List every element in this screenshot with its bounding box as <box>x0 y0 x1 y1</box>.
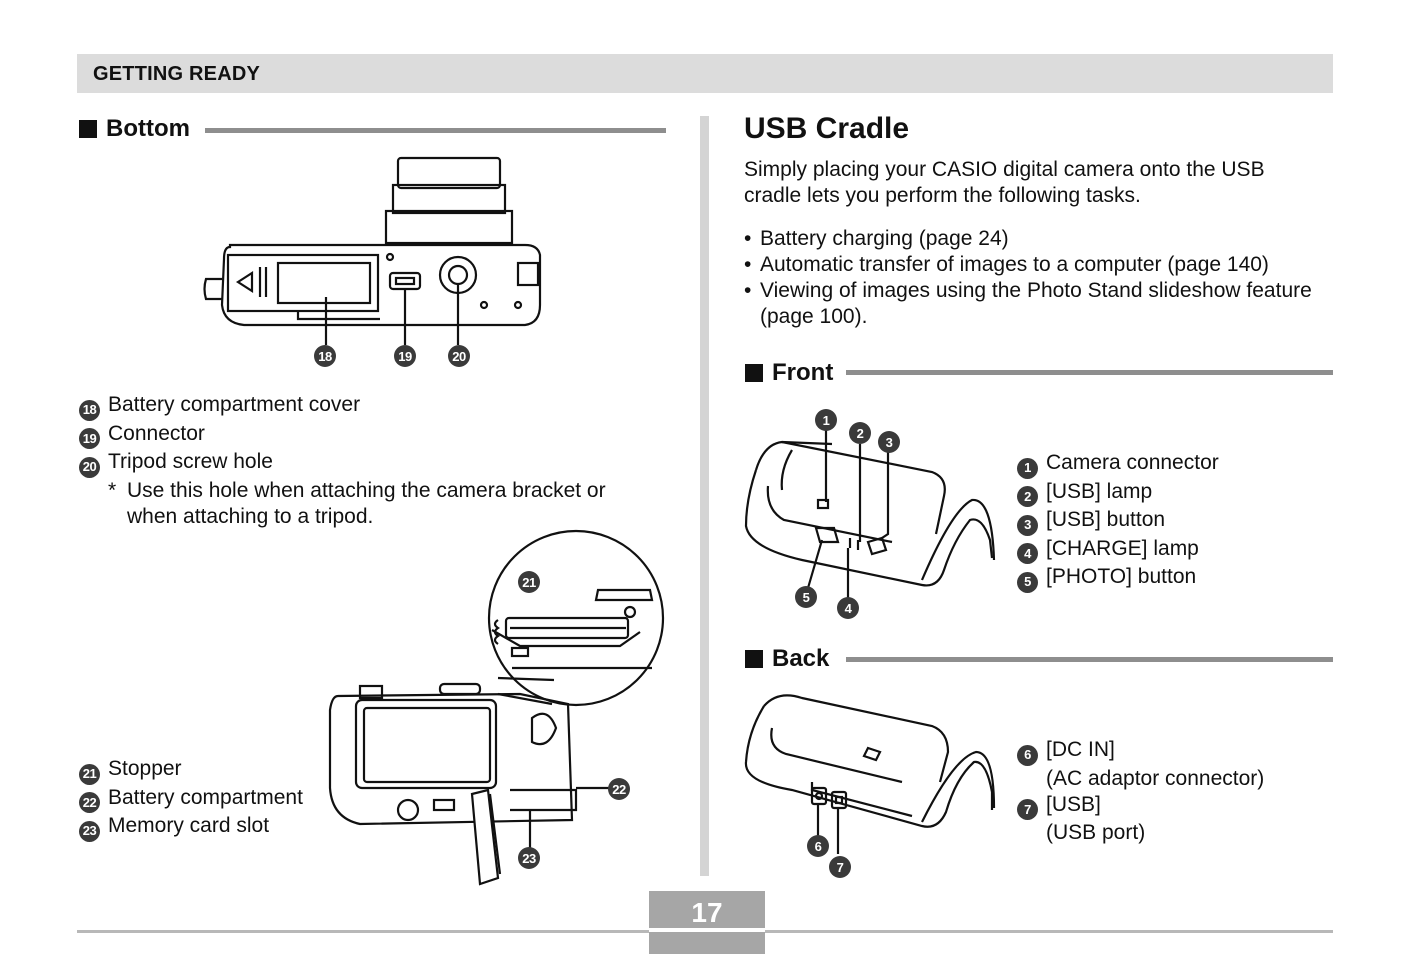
back-heading: Back <box>745 645 829 673</box>
square-bullet-icon <box>745 650 763 668</box>
callout-21: 21 <box>518 571 540 593</box>
list-item: Battery charging (page 24) <box>744 226 1324 252</box>
number-badge: 5 <box>1017 571 1038 593</box>
callout-5: 5 <box>795 586 817 608</box>
intro-paragraph: Simply placing your CASIO digital camera… <box>744 158 1265 207</box>
number-badge: 18 <box>79 399 100 421</box>
list-item: Automatic transfer of images to a comput… <box>744 252 1324 278</box>
list-item: 7[USB] <box>1017 792 1317 820</box>
list-item-subtext: (USB port) <box>1046 821 1146 844</box>
callout-3: 3 <box>878 431 900 453</box>
camera-bottom-illustration <box>203 156 542 345</box>
callout-20: 20 <box>448 345 470 367</box>
section-title: GETTING READY <box>93 63 261 85</box>
number-badge: 6 <box>1017 744 1038 766</box>
header-band <box>77 54 1333 93</box>
footer-rule-right <box>765 930 1333 933</box>
callout-1: 1 <box>815 409 837 431</box>
list-item: 6[DC IN] <box>1017 737 1317 766</box>
callout-2: 2 <box>849 422 871 444</box>
camera-battery-compartment-illustration <box>328 529 665 886</box>
front-heading-rule <box>846 370 1333 375</box>
square-bullet-icon <box>745 364 763 382</box>
callout-22: 22 <box>608 778 630 800</box>
page-title: USB Cradle <box>744 112 910 145</box>
back-heading-rule <box>846 657 1333 662</box>
number-badge: 1 <box>1017 457 1038 479</box>
task-list: Battery charging (page 24) Automatic tra… <box>744 226 1324 330</box>
cradle-front-illustration <box>744 430 996 598</box>
callout-7: 7 <box>829 856 851 878</box>
list-item-subtext: (AC adaptor connector) <box>1046 766 1265 790</box>
number-badge: 4 <box>1017 543 1038 564</box>
callout-18: 18 <box>314 345 336 367</box>
front-heading: Front <box>745 359 833 387</box>
page-number: 17 <box>691 897 723 928</box>
callout-4: 4 <box>837 597 859 619</box>
tripod-note: * Use this hole when attaching the camer… <box>108 478 606 528</box>
column-divider <box>700 116 709 876</box>
number-badge: 19 <box>79 428 100 449</box>
list-item: 4[CHARGE] lamp <box>1017 536 1317 564</box>
number-badge: 20 <box>79 456 100 478</box>
list-item: 2[USB] lamp <box>1017 479 1317 507</box>
list-item: Viewing of images using the Photo Stand … <box>744 278 1324 330</box>
footer-rule-left <box>77 930 649 933</box>
square-bullet-icon <box>79 120 97 138</box>
back-items-list: 6[DC IN] (AC adaptor connector) 7[USB] (… <box>1017 737 1317 846</box>
bottom-heading: Bottom <box>79 115 190 143</box>
list-item: 5[PHOTO] button <box>1017 564 1317 593</box>
page-number-box <box>649 891 765 954</box>
number-badge: 2 <box>1017 486 1038 507</box>
number-badge: 3 <box>1017 514 1038 536</box>
callout-23: 23 <box>518 847 540 869</box>
callout-19: 19 <box>394 345 416 367</box>
cradle-back-illustration <box>744 694 996 854</box>
page-number-box-split <box>649 928 765 932</box>
list-item: 3[USB] button <box>1017 507 1317 536</box>
bottom-heading-rule <box>205 128 666 133</box>
number-badge: 21 <box>79 763 100 785</box>
callout-6: 6 <box>807 835 829 857</box>
number-badge: 23 <box>79 820 100 842</box>
number-badge: 22 <box>79 792 100 813</box>
number-badge: 7 <box>1017 799 1038 820</box>
